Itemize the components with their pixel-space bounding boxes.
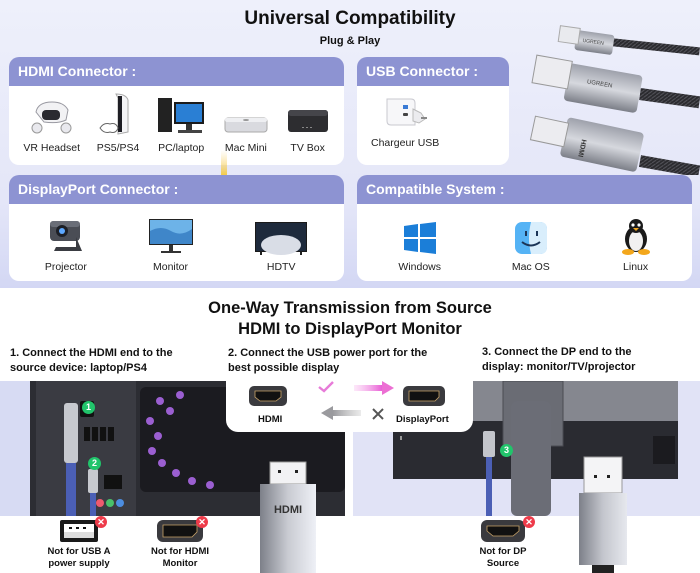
device-label: PC/laptop <box>158 142 205 154</box>
step-badge-1: 1 <box>82 401 95 414</box>
device-label: Monitor <box>152 261 188 273</box>
usb-connector-card: USB Connector : Chargeur USB <box>357 57 509 165</box>
hdmi-port-icon <box>249 386 287 406</box>
check-icon <box>318 381 334 393</box>
hdmi-port-label: HDMI <box>258 414 283 425</box>
os-item: Windows <box>398 207 441 273</box>
direction-legend: HDMI DisplayPort <box>226 378 473 432</box>
device-item: Projector <box>45 207 87 273</box>
device-item: PS5/PS4 <box>96 88 140 154</box>
reverse-arrow-icon <box>321 406 361 420</box>
step-1: 1. Connect the HDMI end to the source de… <box>10 347 173 374</box>
vr-headset-icon <box>28 88 76 136</box>
step-3: 3. Connect the DP end to the display: mo… <box>482 346 636 373</box>
warning-text: Monitor <box>162 558 198 569</box>
page-title: Universal Compatibility <box>244 8 456 29</box>
macos-finder-icon <box>514 207 548 255</box>
not-supported-icon: ✕ <box>95 516 107 528</box>
step-badge-2: 2 <box>88 457 101 470</box>
card-title: Compatible System : <box>357 175 692 204</box>
device-label: Chargeur USB <box>371 137 440 149</box>
card-title: USB Connector : <box>357 57 509 86</box>
usb-a-port-icon <box>60 520 98 542</box>
warning-text: power supply <box>48 558 110 569</box>
device-label: HDTV <box>266 261 296 273</box>
adapter-cable-image: UGREEN UGREEN HDMI <box>529 25 700 175</box>
device-item: Mac Mini <box>223 88 269 154</box>
not-supported-icon: ✕ <box>523 516 535 528</box>
page-subtitle: Plug & Play <box>319 35 381 47</box>
compatibility-section: Universal Compatibility Plug & Play HDMI… <box>0 0 700 288</box>
tv-box-icon <box>286 88 330 136</box>
usb-charger-icon <box>381 83 429 131</box>
warning-text: Not for DP <box>479 546 527 557</box>
device-item: Monitor <box>147 207 195 273</box>
hdmi-plug-image: HDMI <box>260 461 316 573</box>
displayport-port-label: DisplayPort <box>396 414 449 425</box>
warning-hdmi-monitor: ✕ Not for HDMI Monitor <box>143 516 217 570</box>
transmission-title: One-Way Transmission from Source <box>208 299 492 317</box>
card-title: DisplayPort Connector : <box>9 175 344 204</box>
warning-usb-a: ✕ Not for USB A power supply <box>42 516 116 570</box>
os-label: Windows <box>398 261 442 273</box>
device-item: PC/laptop <box>156 88 206 154</box>
displayport-port-icon <box>157 520 203 542</box>
os-label: Mac OS <box>511 261 550 273</box>
displayport-connector-card: DisplayPort Connector : Projector Monito… <box>9 175 344 281</box>
warning-dp-source: ✕ Not for DP Source <box>468 516 538 570</box>
card-title: HDMI Connector : <box>9 57 344 86</box>
device-item: TV Box <box>286 88 330 154</box>
os-item: Mac OS <box>512 207 550 273</box>
game-console-icon <box>98 88 138 136</box>
device-label: Mac Mini <box>224 142 267 154</box>
device-item: VR Headset <box>23 88 80 154</box>
displayport-port-icon <box>403 386 445 406</box>
hdmi-connector-card: HDMI Connector : VR Headset PS5/PS4 PC/l… <box>9 57 344 165</box>
not-supported-icon: ✕ <box>196 516 208 528</box>
warning-text: Not for HDMI <box>150 546 210 557</box>
hdmi-logo-text: HDMI <box>274 504 302 516</box>
windows-logo-icon <box>403 207 437 255</box>
compatible-system-card: Compatible System : Windows Mac OS Linux <box>357 175 692 281</box>
device-label: PS5/PS4 <box>96 142 140 154</box>
desktop-pc-icon <box>156 88 206 136</box>
linux-tux-icon <box>621 207 651 255</box>
device-item: HDTV <box>254 207 308 273</box>
cross-icon <box>372 408 384 420</box>
hdmi-logo-text: HDMI <box>576 139 587 158</box>
step-badge-3: 3 <box>500 444 513 457</box>
monitor-icon <box>147 207 195 255</box>
warning-text: Not for USB A <box>47 546 111 557</box>
device-label: Projector <box>44 261 87 273</box>
device-item: Chargeur USB <box>371 83 439 149</box>
transmission-subtitle: HDMI to DisplayPort Monitor <box>238 320 462 338</box>
projector-icon <box>46 207 86 255</box>
step-2: 2. Connect the USB power port for the be… <box>228 347 428 374</box>
device-label: TV Box <box>290 142 325 154</box>
mac-mini-icon <box>223 88 269 136</box>
brand-text: UGREEN <box>582 38 604 47</box>
device-label: VR Headset <box>23 142 80 154</box>
warning-text: Source <box>486 558 520 569</box>
hdtv-icon <box>254 207 308 255</box>
forward-arrow-icon <box>354 381 394 395</box>
brand-text: UGREEN <box>586 79 612 89</box>
os-label: Linux <box>623 261 649 273</box>
os-item: Linux <box>621 207 651 273</box>
hdmi-port-icon <box>481 520 525 542</box>
displayport-plug-image <box>579 456 627 573</box>
